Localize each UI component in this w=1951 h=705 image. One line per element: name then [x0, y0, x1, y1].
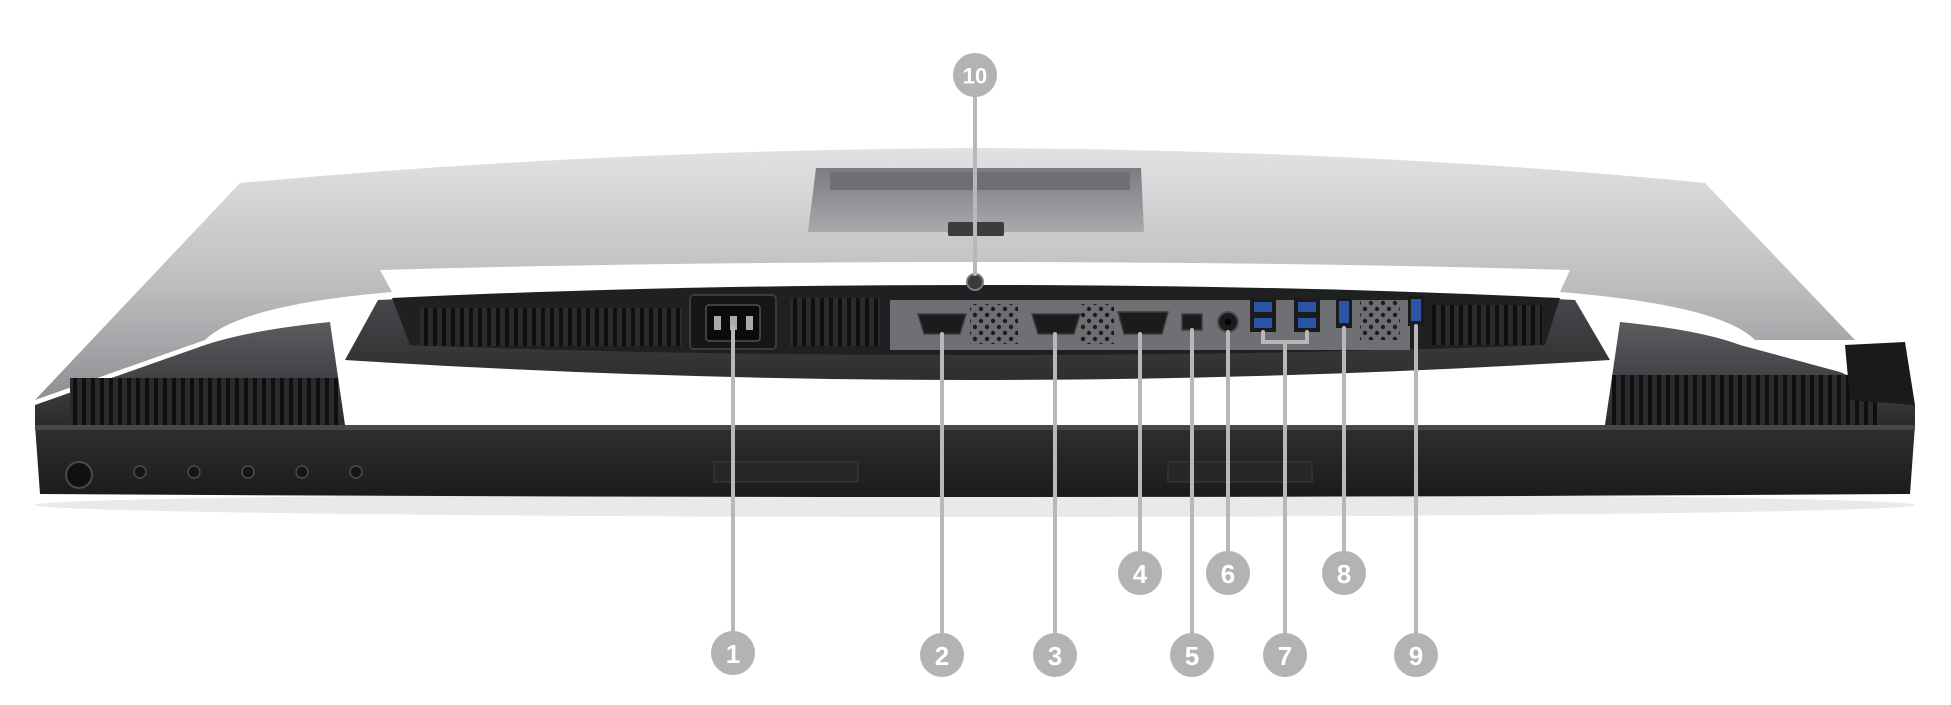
bay-vent-left [420, 308, 682, 346]
port-5-connector [1181, 313, 1203, 331]
port-7b-usb-top [1298, 302, 1316, 312]
base-foot-right [1167, 461, 1313, 483]
callout-label-6: 6 [1221, 559, 1235, 589]
callout-label-4: 4 [1133, 559, 1148, 589]
port-4-connector [1117, 311, 1169, 335]
leader-7 [1261, 330, 1309, 637]
callout-label-8: 8 [1337, 559, 1351, 589]
stand-mount-lip [830, 172, 1130, 190]
right-corner-block [1845, 342, 1915, 405]
floor-shadow [35, 493, 1915, 517]
port-6-jack [1224, 318, 1232, 326]
callout-label-5: 5 [1185, 641, 1199, 671]
port-8-usb [1339, 301, 1349, 323]
callout-badge-1: 1 [711, 631, 755, 675]
bay-vent-right [790, 298, 880, 346]
io-mesh-2 [1080, 304, 1114, 344]
callout-badge-4: 4 [1118, 551, 1162, 595]
port-3-connector [1030, 313, 1082, 335]
port-2-connector [916, 313, 968, 335]
callout-badge-10: 10 [953, 53, 997, 97]
menu-button-3 [241, 465, 255, 479]
callout-label-1: 1 [726, 639, 740, 669]
callout-badge-9: 9 [1394, 633, 1438, 677]
menu-button-1 [133, 465, 147, 479]
power-button [65, 461, 93, 489]
menu-button-5 [349, 465, 363, 479]
callout-badge-8: 8 [1322, 551, 1366, 595]
callout-label-2: 2 [935, 641, 949, 671]
power-pin-left [714, 316, 721, 330]
power-pin-mid [730, 316, 737, 330]
callout-label-10: 10 [963, 64, 987, 89]
base-foot-left [713, 461, 859, 483]
port-9-usb [1411, 299, 1421, 321]
callout-badge-3: 3 [1033, 633, 1077, 677]
port-7a-usb-top [1254, 302, 1272, 312]
callout-leaders [731, 93, 1418, 637]
callout-label-9: 9 [1409, 641, 1423, 671]
power-pin-right [746, 316, 753, 330]
monitor-top-shell [35, 148, 1855, 400]
io-mesh-3 [1360, 300, 1400, 340]
callout-badge-6: 6 [1206, 551, 1250, 595]
port-7b-usb-bottom [1298, 318, 1316, 328]
menu-button-4 [295, 465, 309, 479]
left-vent [70, 378, 338, 426]
right-vent [1612, 375, 1877, 425]
callout-badge-2: 2 [920, 633, 964, 677]
callout-badge-7: 7 [1263, 633, 1307, 677]
base-bar-edge [35, 425, 1915, 430]
monitor-base-bar [35, 425, 1915, 497]
bay-vent-far-right [1432, 305, 1542, 345]
security-slot [966, 273, 984, 291]
menu-button-2 [187, 465, 201, 479]
port-7a-usb-bottom [1254, 318, 1272, 328]
callout-badge-5: 5 [1170, 633, 1214, 677]
callout-label-7: 7 [1278, 641, 1292, 671]
callout-label-3: 3 [1048, 641, 1062, 671]
io-mesh-1 [970, 304, 1018, 344]
